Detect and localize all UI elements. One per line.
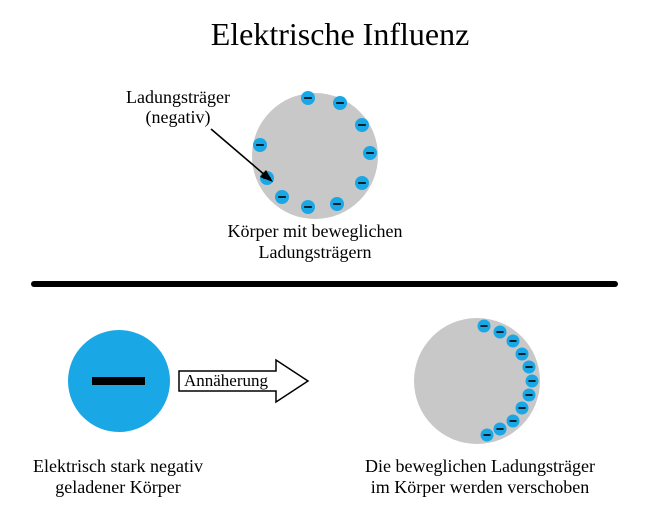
negative-charge-icon: [330, 197, 344, 211]
pointer-label-line1: Ladungsträger: [126, 87, 230, 107]
pointer-label-line2: (negativ): [146, 107, 211, 128]
pointer-arrow: [210, 128, 273, 182]
approach-arrow-label: Annäherung: [184, 371, 269, 390]
negative-charge-icon: [493, 422, 507, 436]
arrow-right-icon: [178, 358, 310, 404]
negative-charge-icon: [506, 334, 520, 348]
negative-charge-icon: [477, 319, 491, 333]
charged-body-caption-line2: geladener Körper: [55, 477, 180, 497]
diagram-title: Elektrische Influenz: [211, 16, 470, 52]
negative-charge-icon: [355, 118, 369, 132]
negative-charge-icon: [480, 428, 494, 442]
negative-charge-icon: [493, 325, 507, 339]
neutral-body: [252, 93, 378, 219]
negative-charge-icon: [522, 388, 536, 402]
negative-charged-body: [68, 330, 170, 432]
negative-charge-icon: [275, 190, 289, 204]
negative-charge-icon: [522, 360, 536, 374]
negative-charge-icon: [515, 347, 529, 361]
minus-sign-icon: [92, 377, 145, 385]
negative-charge-icon: [515, 401, 529, 415]
negative-charge-icon: [301, 200, 315, 214]
approach-arrow: Annäherung: [178, 358, 310, 404]
neutral-body-group: [252, 91, 378, 219]
shifted-charges: [477, 319, 539, 442]
negative-charge-icon: [525, 374, 539, 388]
polarized-body-group: [414, 318, 540, 444]
body-caption-line1: Körper mit beweglichen: [228, 221, 403, 241]
polarized-body: [414, 318, 540, 444]
negative-charge-icon: [355, 176, 369, 190]
negative-charge-icon: [506, 414, 520, 428]
polarized-caption-line2: im Körper werden verschoben: [371, 477, 589, 497]
negative-charge-icon: [333, 96, 347, 110]
charged-body-caption-line1: Elektrisch stark negativ: [33, 456, 203, 476]
body-caption-line2: Ladungsträgern: [259, 242, 372, 262]
negative-charge-icon: [253, 138, 267, 152]
negative-charge-icon: [363, 146, 377, 160]
negative-charge-icon: [301, 91, 315, 105]
polarized-caption-line1: Die beweglichen Ladungsträger: [365, 456, 595, 476]
